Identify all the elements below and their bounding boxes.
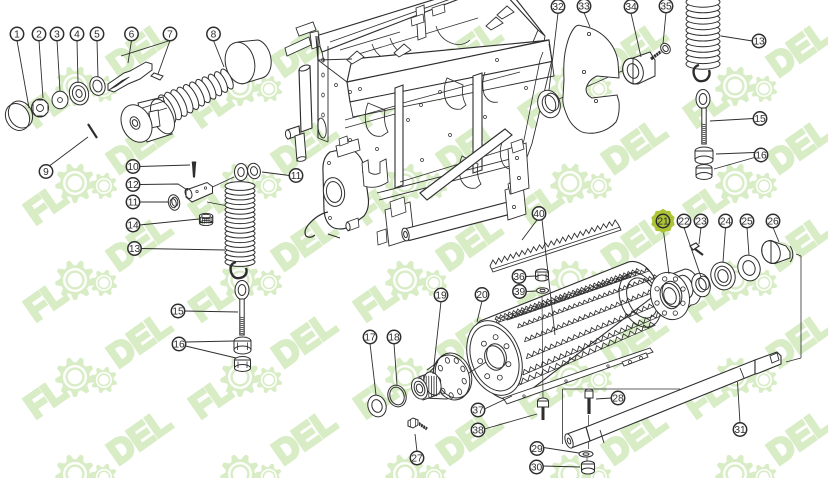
svg-text:12: 12	[127, 180, 139, 191]
svg-text:9: 9	[43, 167, 49, 178]
svg-text:3: 3	[54, 30, 60, 41]
svg-text:17: 17	[364, 333, 376, 344]
svg-text:7: 7	[167, 30, 173, 41]
svg-text:18: 18	[388, 333, 400, 344]
svg-text:25: 25	[741, 217, 753, 228]
svg-text:15: 15	[754, 114, 766, 125]
svg-text:11: 11	[291, 171, 302, 182]
svg-text:40: 40	[533, 209, 545, 220]
svg-text:11: 11	[128, 198, 139, 209]
svg-text:23: 23	[695, 217, 707, 228]
svg-text:8: 8	[211, 30, 217, 41]
svg-text:28: 28	[612, 394, 624, 405]
svg-text:13: 13	[129, 244, 141, 255]
svg-text:14: 14	[127, 221, 139, 232]
svg-text:20: 20	[476, 290, 488, 301]
svg-text:36: 36	[513, 272, 525, 283]
svg-text:37: 37	[472, 406, 484, 417]
svg-text:13: 13	[753, 37, 765, 48]
svg-text:38: 38	[472, 426, 484, 437]
svg-text:39: 39	[514, 287, 526, 298]
svg-text:35: 35	[660, 2, 672, 13]
svg-text:4: 4	[74, 30, 80, 41]
svg-text:16: 16	[755, 151, 767, 162]
svg-text:24: 24	[720, 217, 732, 228]
svg-text:19: 19	[435, 291, 447, 302]
svg-text:16: 16	[173, 340, 185, 351]
svg-text:26: 26	[767, 217, 779, 228]
svg-text:27: 27	[411, 454, 423, 465]
svg-text:32: 32	[552, 2, 564, 13]
svg-text:29: 29	[531, 444, 543, 455]
svg-text:10: 10	[127, 162, 139, 173]
svg-text:34: 34	[625, 2, 637, 13]
svg-text:6: 6	[129, 30, 135, 41]
svg-text:1: 1	[14, 30, 20, 41]
svg-text:15: 15	[172, 307, 184, 318]
svg-text:21: 21	[657, 217, 669, 228]
svg-text:22: 22	[678, 217, 690, 228]
svg-text:30: 30	[531, 463, 543, 474]
svg-text:33: 33	[578, 2, 590, 13]
svg-text:5: 5	[94, 30, 100, 41]
svg-text:31: 31	[734, 425, 746, 436]
svg-text:2: 2	[36, 30, 42, 41]
